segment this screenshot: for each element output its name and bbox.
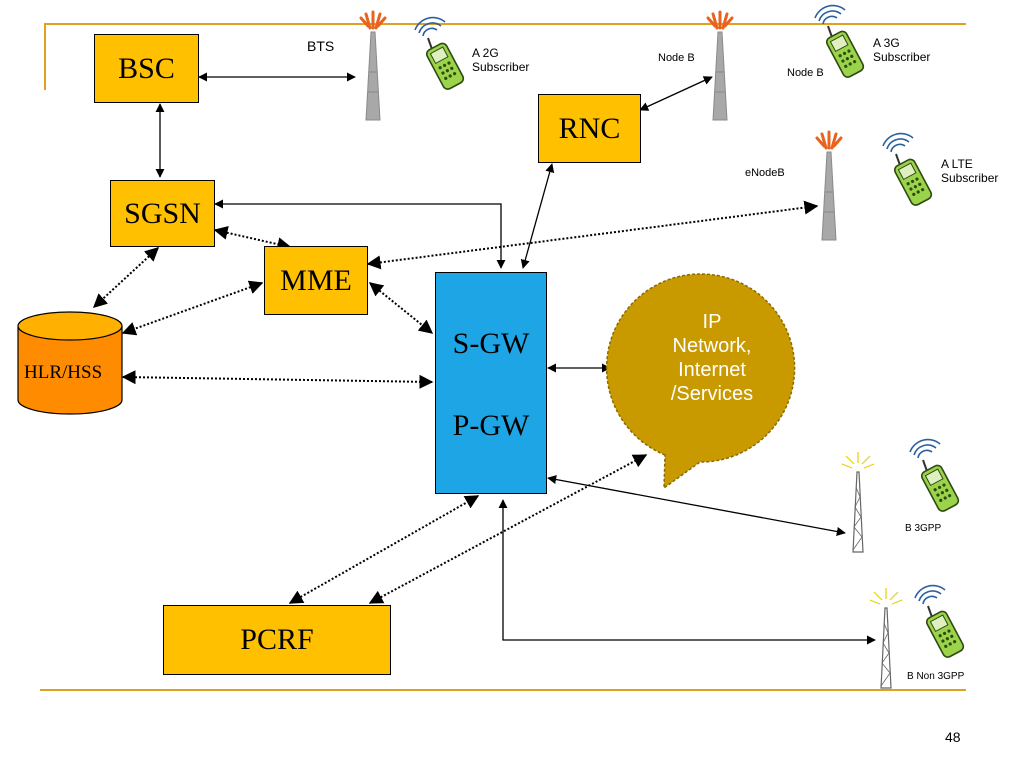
page-number: 48	[945, 729, 961, 745]
ip-network-text: IP Network, Internet /Services	[627, 310, 797, 406]
nodeb-right-label: Node B	[787, 67, 824, 79]
top-rule	[44, 23, 966, 90]
link-pgw-bnon3gpp	[498, 499, 876, 645]
link-pcrf-ip	[368, 454, 648, 604]
link-sgsn-hss	[92, 247, 160, 308]
link-mme-sgw	[368, 282, 434, 334]
nodeb-top-label: Node B	[658, 52, 695, 64]
sgw-pgw-node: S-GW P-GW	[435, 272, 547, 494]
ip-network-bubble	[605, 273, 796, 490]
link-hss-sgw	[121, 370, 434, 389]
b-3gpp-tower-icon	[841, 451, 875, 553]
b-non3gpp-label: B Non 3GPP	[907, 671, 965, 682]
link-rnc-nodeb	[639, 76, 713, 111]
pcrf-node: PCRF	[163, 605, 391, 675]
sgsn-label: SGSN	[124, 196, 201, 230]
ip-line1: IP	[702, 311, 722, 333]
subscriber-3g-line2: Subscriber	[873, 50, 931, 64]
subscriber-lte-phone-icon	[882, 132, 935, 208]
link-sgsn-mme	[213, 225, 292, 252]
link-pcrf-pgw	[288, 495, 480, 604]
subscriber-lte-line2: Subscriber	[941, 171, 999, 185]
pgw-label: P-GW	[452, 409, 530, 442]
subscriber-2g-line1: A 2G	[472, 46, 499, 60]
subscriber-2g-line2: Subscriber	[472, 60, 530, 74]
bsc-node: BSC	[94, 34, 199, 103]
hss-label: HLR/HSS	[24, 362, 103, 383]
link-pgw-b3gpp	[547, 475, 846, 536]
bts-label: BTS	[307, 38, 335, 54]
b-non3gpp-tower-icon	[869, 587, 903, 689]
ip-line2: Network,	[672, 335, 752, 357]
subscriber-b-non3gpp-phone-icon	[914, 584, 967, 660]
sgsn-node: SGSN	[110, 180, 215, 247]
link-rnc-sgw	[520, 163, 555, 269]
subscriber-3g-label: A 3G Subscriber	[873, 36, 930, 64]
subscriber-2g-phone-icon	[414, 16, 467, 92]
link-mme-enodeb	[366, 200, 819, 270]
subscriber-b-3gpp-phone-icon	[909, 438, 962, 514]
enodeb-label: eNodeB	[745, 167, 785, 179]
hss-cylinder	[17, 311, 123, 415]
ip-line3: Internet	[678, 359, 746, 381]
mme-node: MME	[264, 246, 368, 315]
subscriber-3g-line1: A 3G	[873, 36, 900, 50]
enodeb-tower-icon	[815, 130, 843, 242]
mme-label: MME	[280, 263, 352, 297]
rnc-node: RNC	[538, 94, 641, 163]
subscriber-2g-label: A 2G Subscriber	[472, 46, 529, 74]
subscriber-lte-label: A LTE Subscriber	[941, 157, 998, 185]
sgw-label: S-GW	[452, 327, 530, 360]
subscriber-lte-line1: A LTE	[941, 157, 973, 171]
rnc-label: RNC	[558, 111, 621, 145]
b-3gpp-label: B 3GPP	[905, 523, 942, 534]
link-mme-hss	[121, 280, 264, 336]
pcrf-label: PCRF	[240, 623, 314, 656]
bsc-label: BSC	[118, 51, 175, 85]
ip-line4: /Services	[670, 383, 754, 405]
nodeb-tower-icon	[706, 10, 734, 122]
bts-tower-icon	[359, 10, 387, 122]
